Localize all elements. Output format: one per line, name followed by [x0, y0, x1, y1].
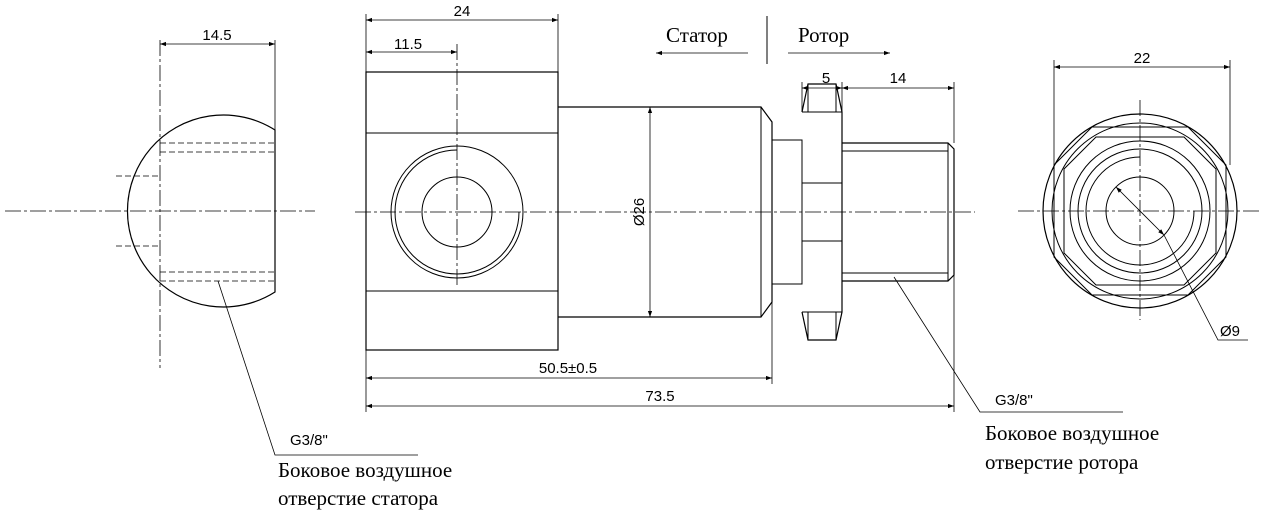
rotor-port-caption-line2: отверстие ротора: [985, 450, 1139, 474]
end-hex-outline: [1053, 126, 1227, 296]
stator-port-caption-line2: отверстие статора: [278, 486, 439, 510]
front-view: 24 11.5 Ø26 50.5±0.5 73.5 5 14 Статор Ро…: [355, 3, 1159, 474]
stator-port-thread: [394, 149, 520, 275]
stator-port-leader: [217, 280, 418, 456]
rotor-label: Ротор: [798, 23, 849, 47]
rotor-thread-label: G3/8": [995, 392, 1033, 409]
dim-line-d9: [1115, 186, 1165, 236]
left-side-view: 14.5 G3/8" Боковое воздушное отверстие с…: [5, 27, 452, 510]
stator-port-caption-line1: Боковое воздушное: [278, 458, 452, 482]
stator-label: Статор: [666, 23, 728, 47]
rotor-port-caption-line1: Боковое воздушное: [985, 421, 1159, 445]
end-view: 22 Ø9: [1018, 50, 1262, 341]
stator-body: [365, 71, 559, 351]
dim-d26-label: Ø26: [631, 198, 648, 226]
stator-side-profile: [126, 114, 276, 308]
dim-50-5-label: 50.5±0.5: [539, 360, 597, 377]
dim-73-5-label: 73.5: [645, 388, 674, 405]
stator-thread-label: G3/8": [290, 432, 328, 449]
dim-24-label: 24: [454, 3, 471, 20]
dim-d9-label: Ø9: [1220, 323, 1240, 340]
dim-5-label: 5: [822, 70, 830, 87]
rotor-port-leader: [893, 276, 1123, 413]
dim-11-5-label: 11.5: [394, 36, 422, 53]
dim-22-label: 22: [1134, 50, 1151, 67]
dim-14-label: 14: [890, 70, 907, 87]
end-hex-chamfer: [1063, 136, 1217, 286]
dim-14-5-label: 14.5: [202, 27, 231, 44]
d9-leader: [1163, 234, 1248, 341]
